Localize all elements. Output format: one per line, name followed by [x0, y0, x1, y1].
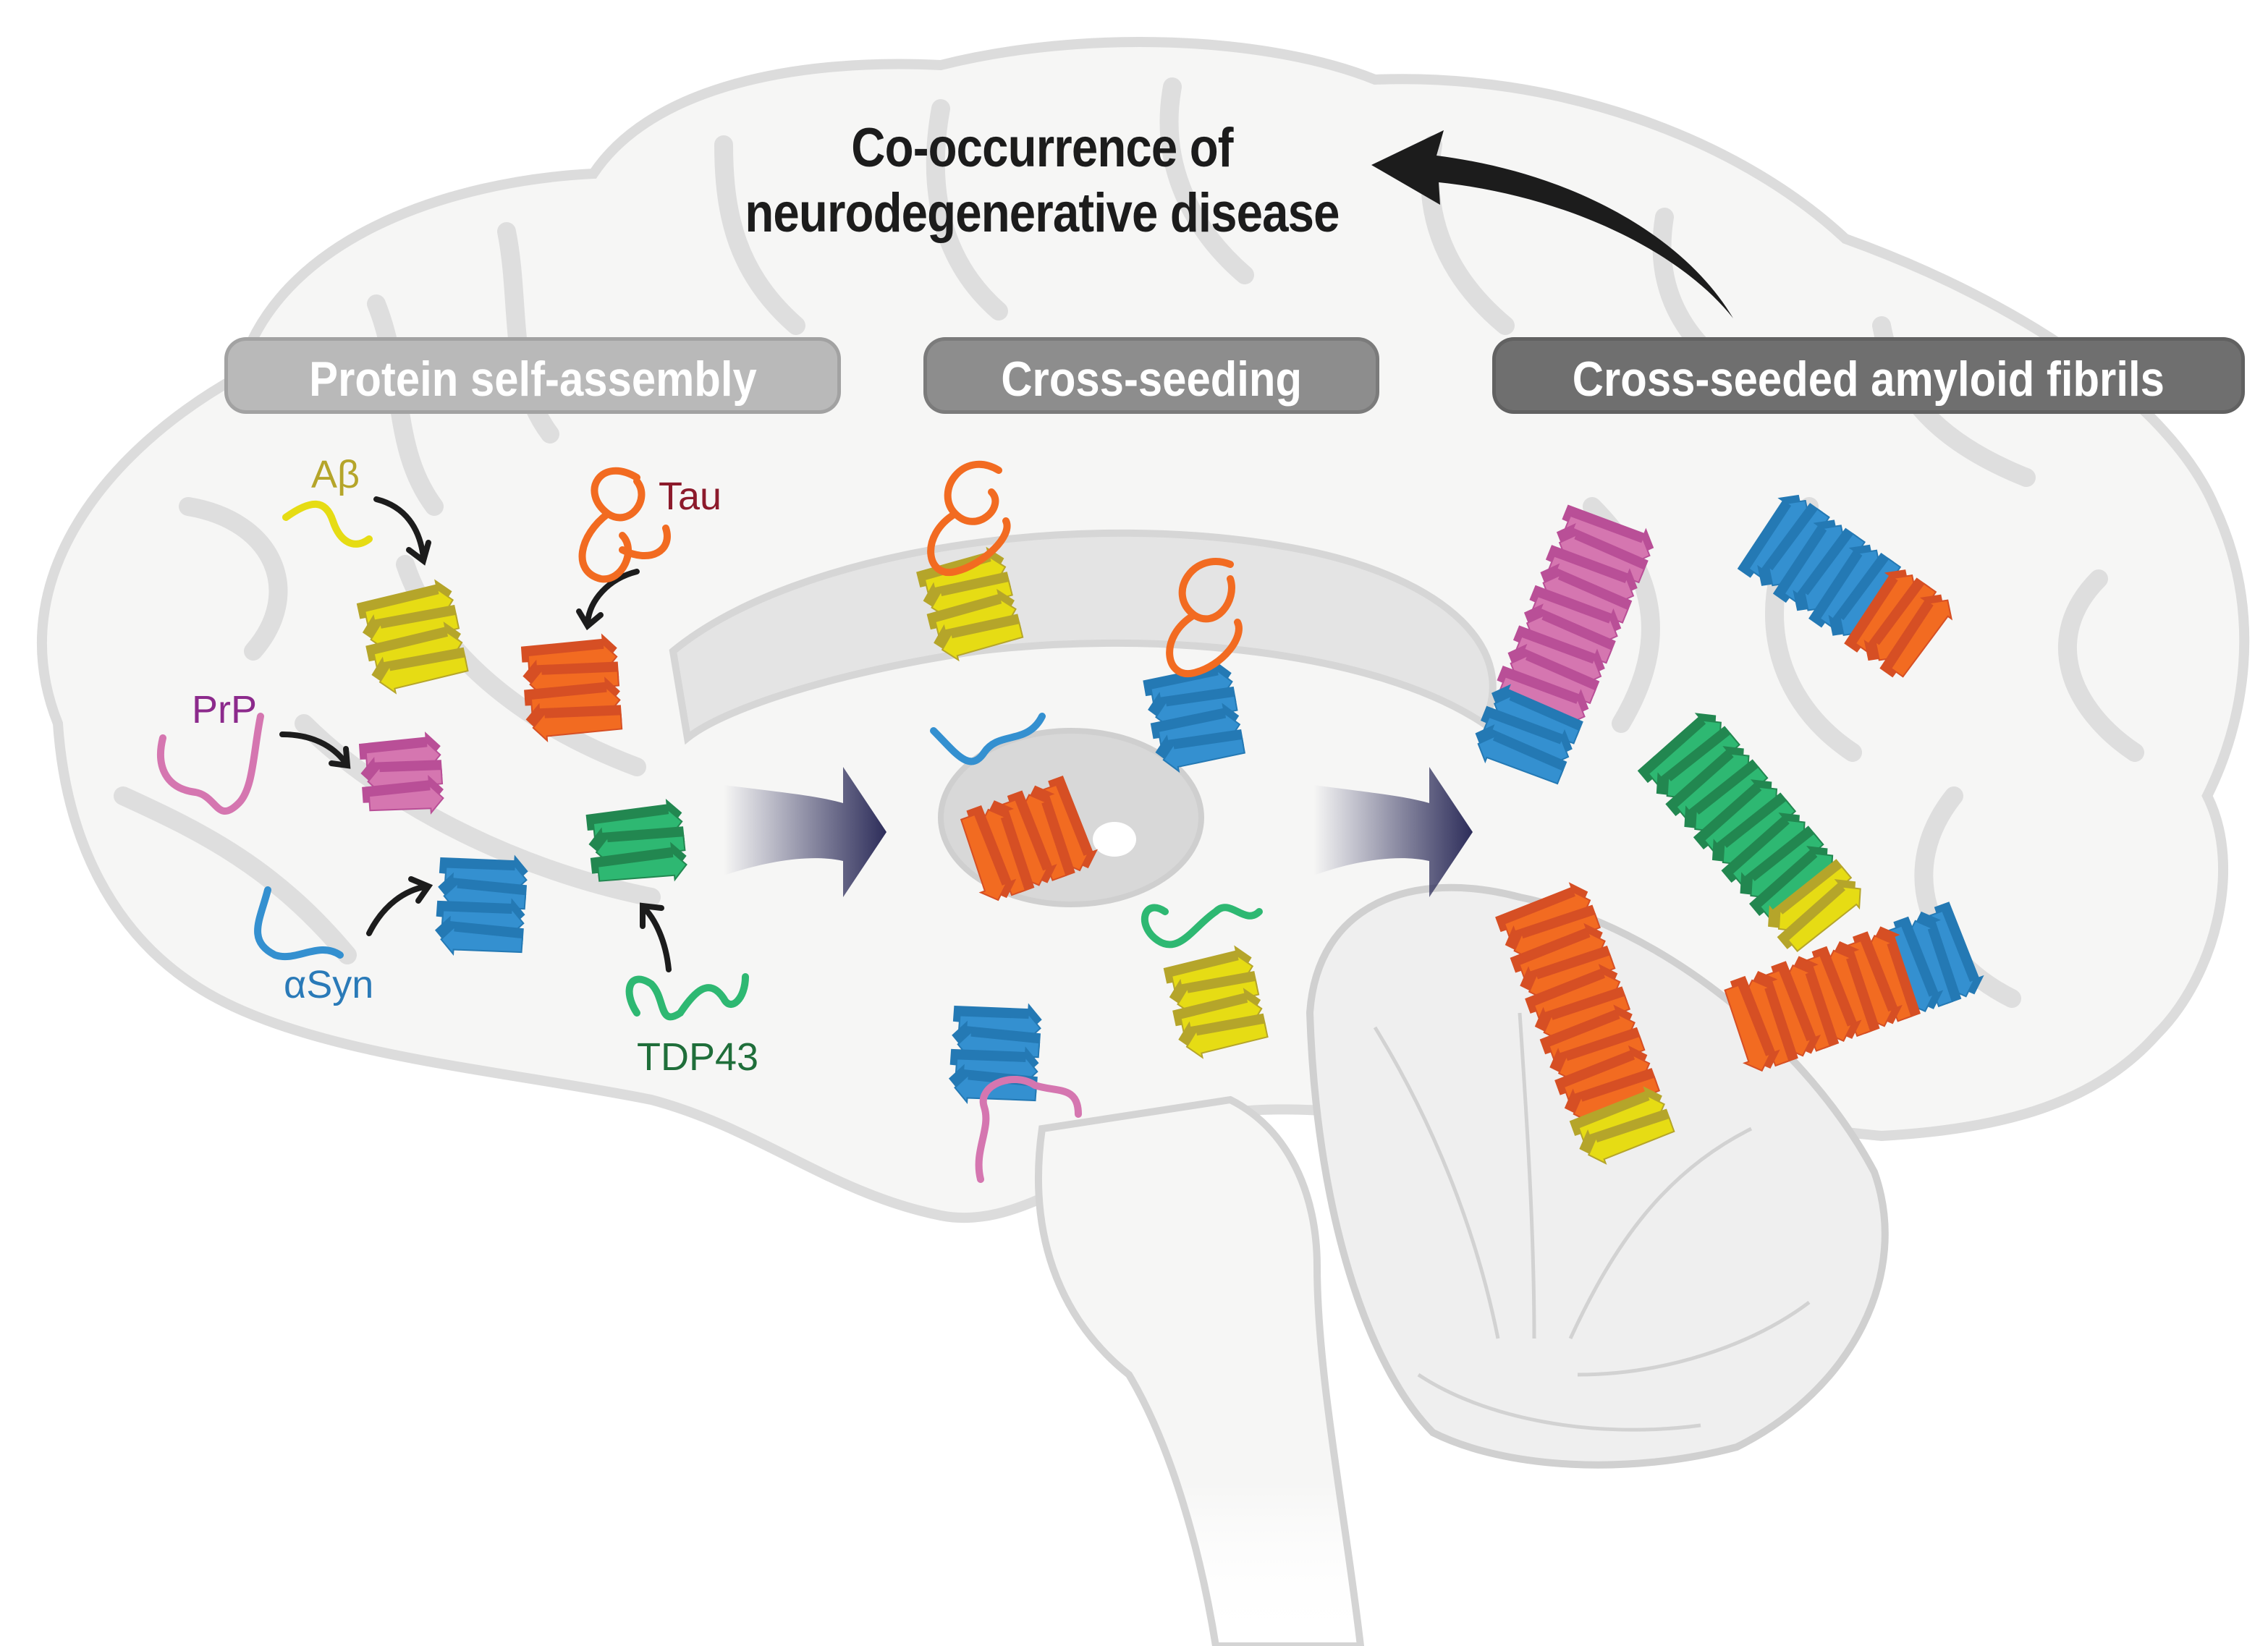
beta-strand — [597, 850, 687, 882]
beta-strand — [440, 925, 523, 956]
stage-label: Protein self-assembly — [308, 352, 757, 407]
label-abeta: Aβ — [311, 453, 360, 496]
fibril-tau-abeta — [1495, 882, 1675, 1165]
stack-prp — [358, 731, 444, 815]
beta-strand — [1724, 984, 1772, 1072]
brainstem — [1035, 1095, 1365, 1646]
cross-stack-asyn-prp — [948, 1003, 1042, 1105]
flow-arrow-2 — [1313, 767, 1473, 897]
assembly-arrows — [279, 496, 672, 972]
stack-abeta — [356, 579, 469, 695]
beta-strand — [1787, 886, 1861, 952]
beta-strand — [954, 1073, 1037, 1105]
beta-strand — [378, 656, 469, 695]
stack-tau — [520, 633, 623, 742]
fibril-asyn-tau-long — [1724, 902, 1984, 1072]
beta-strand — [941, 622, 1024, 662]
beta-strand — [1162, 737, 1246, 773]
stack-tdp43 — [585, 798, 687, 882]
stage-cross-seeding: Cross-seeding — [923, 337, 1379, 414]
fibril-tdp43-abeta — [1637, 713, 1861, 952]
beta-strand — [1587, 1116, 1675, 1165]
ventricle-hole — [1093, 822, 1136, 857]
beta-strand — [532, 711, 623, 742]
coil-asyn — [254, 886, 344, 961]
title-line-2: neurodegenerative disease — [745, 182, 1340, 244]
coil-tdp43 — [625, 973, 749, 1021]
cross-coil-tau-2 — [1166, 558, 1243, 678]
beta-strand — [368, 783, 444, 815]
beta-strand — [1185, 1022, 1269, 1059]
figure-title: Co-occurrence of neurodegenerative disea… — [693, 116, 1390, 246]
label-asyn: αSyn — [284, 963, 374, 1006]
cross-coil-tdp43 — [1141, 904, 1263, 949]
cross-stack-tau-asyn — [960, 775, 1099, 902]
stage-protein-self-assembly: Protein self-assembly — [224, 337, 841, 414]
coil-prp — [157, 713, 264, 815]
label-tau: Tau — [659, 475, 722, 518]
stage-label: Cross-seeded amyloid fibrils — [1572, 352, 2165, 407]
label-prp: PrP — [192, 688, 258, 731]
beta-strand — [1890, 599, 1953, 678]
stage-cross-seeded-fibrils: Cross-seeded amyloid fibrils — [1492, 337, 2245, 414]
cross-coil-prp — [975, 1076, 1082, 1183]
curved-arrow-to-title — [1371, 130, 1733, 318]
coil-tau — [578, 467, 671, 583]
stage-label: Cross-seeding — [1001, 352, 1302, 407]
fibril-prp-asyn — [1475, 504, 1654, 785]
cross-stack-abeta-tdp43 — [1163, 945, 1269, 1059]
label-tdp43: TDP43 — [637, 1035, 759, 1079]
cerebellum-folia — [1373, 1012, 1811, 1432]
flow-arrow-1 — [724, 767, 887, 897]
title-line-1: Co-occurrence of — [851, 117, 1233, 179]
coil-abeta — [282, 500, 373, 548]
stack-asyn — [434, 854, 528, 956]
cross-coil-asyn — [930, 713, 1046, 765]
beta-strand — [1477, 734, 1564, 785]
beta-strand — [960, 813, 1008, 902]
cross-coil-tau-1 — [927, 460, 1011, 577]
fibril-asyn-tau — [1737, 494, 1953, 678]
